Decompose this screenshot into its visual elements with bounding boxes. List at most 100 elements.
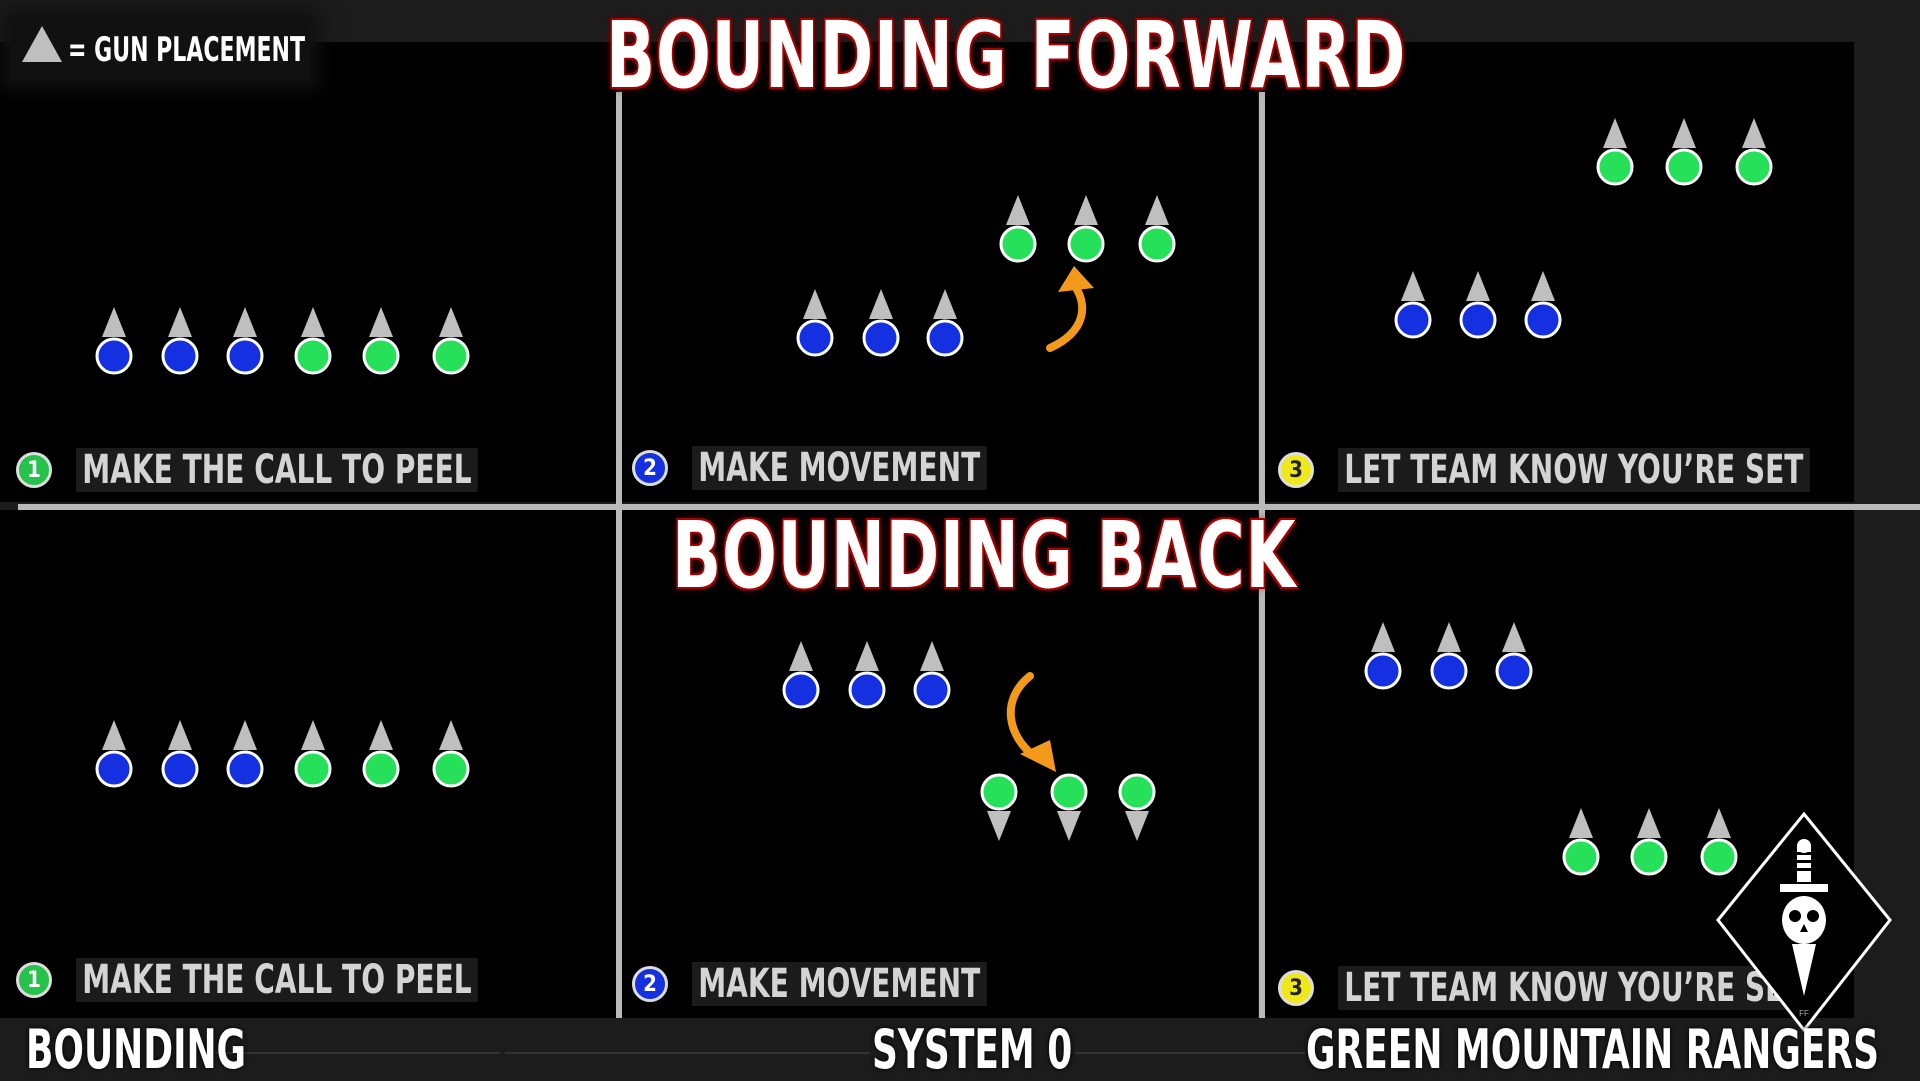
horizontal-divider (18, 504, 1920, 510)
green-shooter-marker (1138, 195, 1176, 263)
green-shooter-marker (294, 307, 332, 375)
gun-placement-triangle-icon (369, 307, 393, 337)
gun-placement-triangle-icon (102, 720, 126, 750)
gun-placement-triangle-icon (920, 641, 944, 671)
gun-placement-triangle-icon (855, 641, 879, 671)
step-bottom-2: 2 MAKE MOVEMENT (632, 962, 1070, 1006)
skull-dagger-emblem-icon: FF (1716, 811, 1892, 1033)
shooter-dot (1630, 838, 1668, 876)
shooter-dot (226, 750, 264, 788)
blue-shooter-marker (1394, 271, 1432, 339)
green-shooter-marker (1700, 808, 1738, 876)
shooter-dot (161, 337, 199, 375)
shooter-dot (1596, 148, 1634, 186)
gun-placement-triangle-icon (1125, 811, 1149, 841)
gun-placement-triangle-icon (1437, 622, 1461, 652)
blue-shooter-marker (1364, 622, 1402, 690)
shooter-dot (95, 337, 133, 375)
green-shooter-marker (362, 720, 400, 788)
shooter-dot (1067, 225, 1105, 263)
step-number-badge: 3 (1278, 970, 1314, 1006)
shooter-dot (362, 337, 400, 375)
shooter-dot (1364, 652, 1402, 690)
shooter-dot (1700, 838, 1738, 876)
green-shooter-marker (1735, 118, 1773, 186)
shooter-dot (1665, 148, 1703, 186)
shooter-dot (1562, 838, 1600, 876)
step-top-1: 1 MAKE THE CALL TO PEEL (16, 448, 591, 492)
gun-placement-triangle-icon (1074, 195, 1098, 225)
gun-placement-triangle-icon (1006, 195, 1030, 225)
gun-placement-triangle-icon (1742, 118, 1766, 148)
shooter-dot (161, 750, 199, 788)
title-bounding-back: BOUNDING BACK (672, 502, 1297, 609)
green-shooter-marker (980, 773, 1018, 841)
step-label: MAKE THE CALL TO PEEL (76, 448, 478, 492)
emblem-mark: FF (1799, 1009, 1809, 1018)
shooter-dot (432, 750, 470, 788)
footer-right: GREEN MOUNTAIN RANGERS (1306, 1018, 1879, 1081)
green-shooter-marker (1118, 773, 1156, 841)
vertical-divider-right (1259, 92, 1265, 1018)
panel-top-right (1262, 42, 1854, 502)
panel-top-left (0, 42, 618, 502)
gun-placement-triangle-icon (102, 307, 126, 337)
step-label: MAKE MOVEMENT (692, 446, 987, 490)
step-number-badge: 2 (632, 450, 668, 486)
gun-placement-triangle-icon (439, 307, 463, 337)
shooter-dot (862, 319, 900, 357)
gun-placement-triangle-icon (803, 289, 827, 319)
gun-placement-triangle-icon (168, 720, 192, 750)
shooter-dot (926, 319, 964, 357)
green-shooter-marker (1630, 808, 1668, 876)
green-shooter-marker (1562, 808, 1600, 876)
gun-placement-triangle-icon (1401, 271, 1425, 301)
shooter-dot (294, 750, 332, 788)
shooter-dot (294, 337, 332, 375)
gun-placement-triangle-icon (1466, 271, 1490, 301)
gun-placement-triangle-icon (1057, 811, 1081, 841)
step-top-2: 2 MAKE MOVEMENT (632, 446, 1070, 490)
footer-center: SYSTEM 0 (872, 1018, 1073, 1081)
shooter-dot (796, 319, 834, 357)
green-shooter-marker (1665, 118, 1703, 186)
legend: = GUN PLACEMENT (10, 18, 310, 80)
blue-shooter-marker (226, 720, 264, 788)
step-label: MAKE MOVEMENT (692, 962, 987, 1006)
shooter-dot (226, 337, 264, 375)
shooter-dot (1050, 773, 1088, 811)
gun-placement-triangle-icon (869, 289, 893, 319)
blue-shooter-marker (913, 641, 951, 709)
blue-shooter-marker (1459, 271, 1497, 339)
gun-placement-triangle-icon (301, 307, 325, 337)
footer-rule-1 (215, 1052, 500, 1054)
shooter-dot (432, 337, 470, 375)
legend-text: = GUN PLACEMENT (68, 30, 306, 70)
footer-rule-2 (505, 1052, 870, 1054)
green-shooter-marker (432, 720, 470, 788)
gun-placement-triangle-icon (1502, 622, 1526, 652)
blue-shooter-marker (95, 720, 133, 788)
gun-placement-triangle-icon (1672, 118, 1696, 148)
shooter-dot (1138, 225, 1176, 263)
gun-placement-triangle-icon (1569, 808, 1593, 838)
shooter-dot (1735, 148, 1773, 186)
step-label: MAKE THE CALL TO PEEL (76, 958, 478, 1002)
gun-placement-triangle-icon (1371, 622, 1395, 652)
gun-placement-triangle-icon (1145, 195, 1169, 225)
blue-shooter-marker (796, 289, 834, 357)
gun-placement-triangle-icon (233, 307, 257, 337)
green-shooter-marker (999, 195, 1037, 263)
blue-shooter-marker (1495, 622, 1533, 690)
gun-placement-triangle-icon (1603, 118, 1627, 148)
blue-shooter-marker (862, 289, 900, 357)
step-number-badge: 1 (16, 452, 52, 488)
panel-bottom-middle (622, 510, 1258, 1018)
blue-shooter-marker (161, 720, 199, 788)
green-shooter-marker (362, 307, 400, 375)
green-shooter-marker (1596, 118, 1634, 186)
step-label: LET TEAM KNOW YOU’RE SET (1338, 966, 1810, 1010)
shooter-dot (782, 671, 820, 709)
footer-rule-3 (1075, 1052, 1305, 1054)
